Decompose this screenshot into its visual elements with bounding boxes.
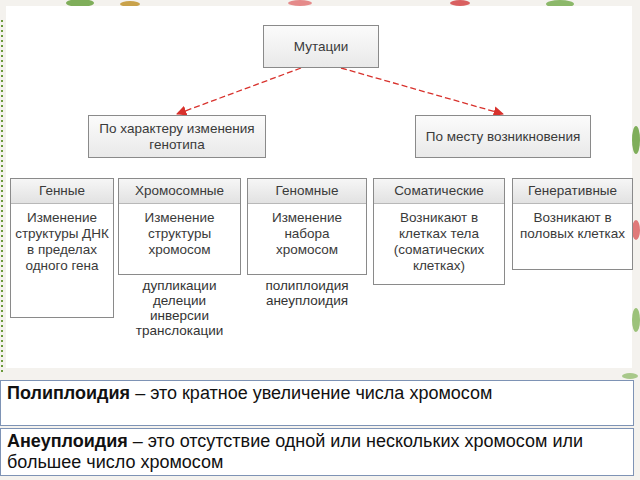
box-heading: Генные	[11, 179, 113, 204]
box-heading: По характеру изменения генотипа	[95, 121, 259, 153]
group-box: По характеру изменения генотипа	[88, 115, 266, 158]
category-box: ГенеративныеВозникают в половых клетках	[512, 178, 633, 270]
root-box: Мутации	[263, 25, 379, 68]
box-text: – это кратное увеличение числа хромосом	[135, 383, 492, 403]
category-box: СоматическиеВозникают в клетках тела (со…	[373, 178, 505, 285]
dotted-border	[1, 20, 3, 372]
box-heading: Геномные	[248, 179, 366, 204]
box-heading: Генеративные	[513, 179, 632, 204]
box-text: Изменение набора хромосом	[248, 208, 366, 264]
box-heading: Анеуплоидия	[7, 431, 128, 451]
dashed-arrow	[341, 68, 503, 114]
category-box: ХромосомныеИзменение структуры хромосом	[118, 178, 241, 275]
box-heading: По месту возникновения	[426, 129, 581, 145]
box-text: Возникают в клетках тела (соматических к…	[374, 208, 504, 280]
box-heading: Хромосомные	[119, 179, 240, 204]
dashed-arrow	[177, 68, 301, 114]
mutation-type-label: дупликации	[118, 278, 241, 293]
leaf	[632, 308, 640, 332]
mutation-type-label: инверсии	[118, 308, 241, 323]
box-text: Изменение структуры ДНК в пределах одног…	[11, 208, 113, 280]
leaf	[622, 373, 638, 379]
box-heading: Полиплоидия	[7, 383, 130, 403]
flower	[632, 220, 640, 240]
mutation-type-label: транслокации	[118, 323, 241, 338]
definition-box: Полиплоидия– это кратное увеличение числ…	[0, 380, 634, 426]
box-heading: Соматические	[374, 179, 504, 204]
box-heading: Мутации	[294, 39, 349, 55]
category-box: ГенныеИзменение структуры ДНК в пределах…	[10, 178, 114, 318]
mutation-type-label: полиплоидия	[247, 278, 367, 293]
box-text: Возникают в половых клетках	[513, 208, 632, 248]
definition-box: Анеуплоидия– это отсутствие одной или не…	[0, 428, 634, 476]
mutation-type-label: делеции	[118, 293, 241, 308]
leaf	[632, 126, 640, 154]
box-text: Изменение структуры хромосом	[119, 208, 240, 264]
category-box: ГеномныеИзменение набора хромосом	[247, 178, 367, 275]
group-box: По месту возникновения	[415, 115, 591, 158]
mutation-type-label: анеуплоидия	[247, 293, 367, 308]
